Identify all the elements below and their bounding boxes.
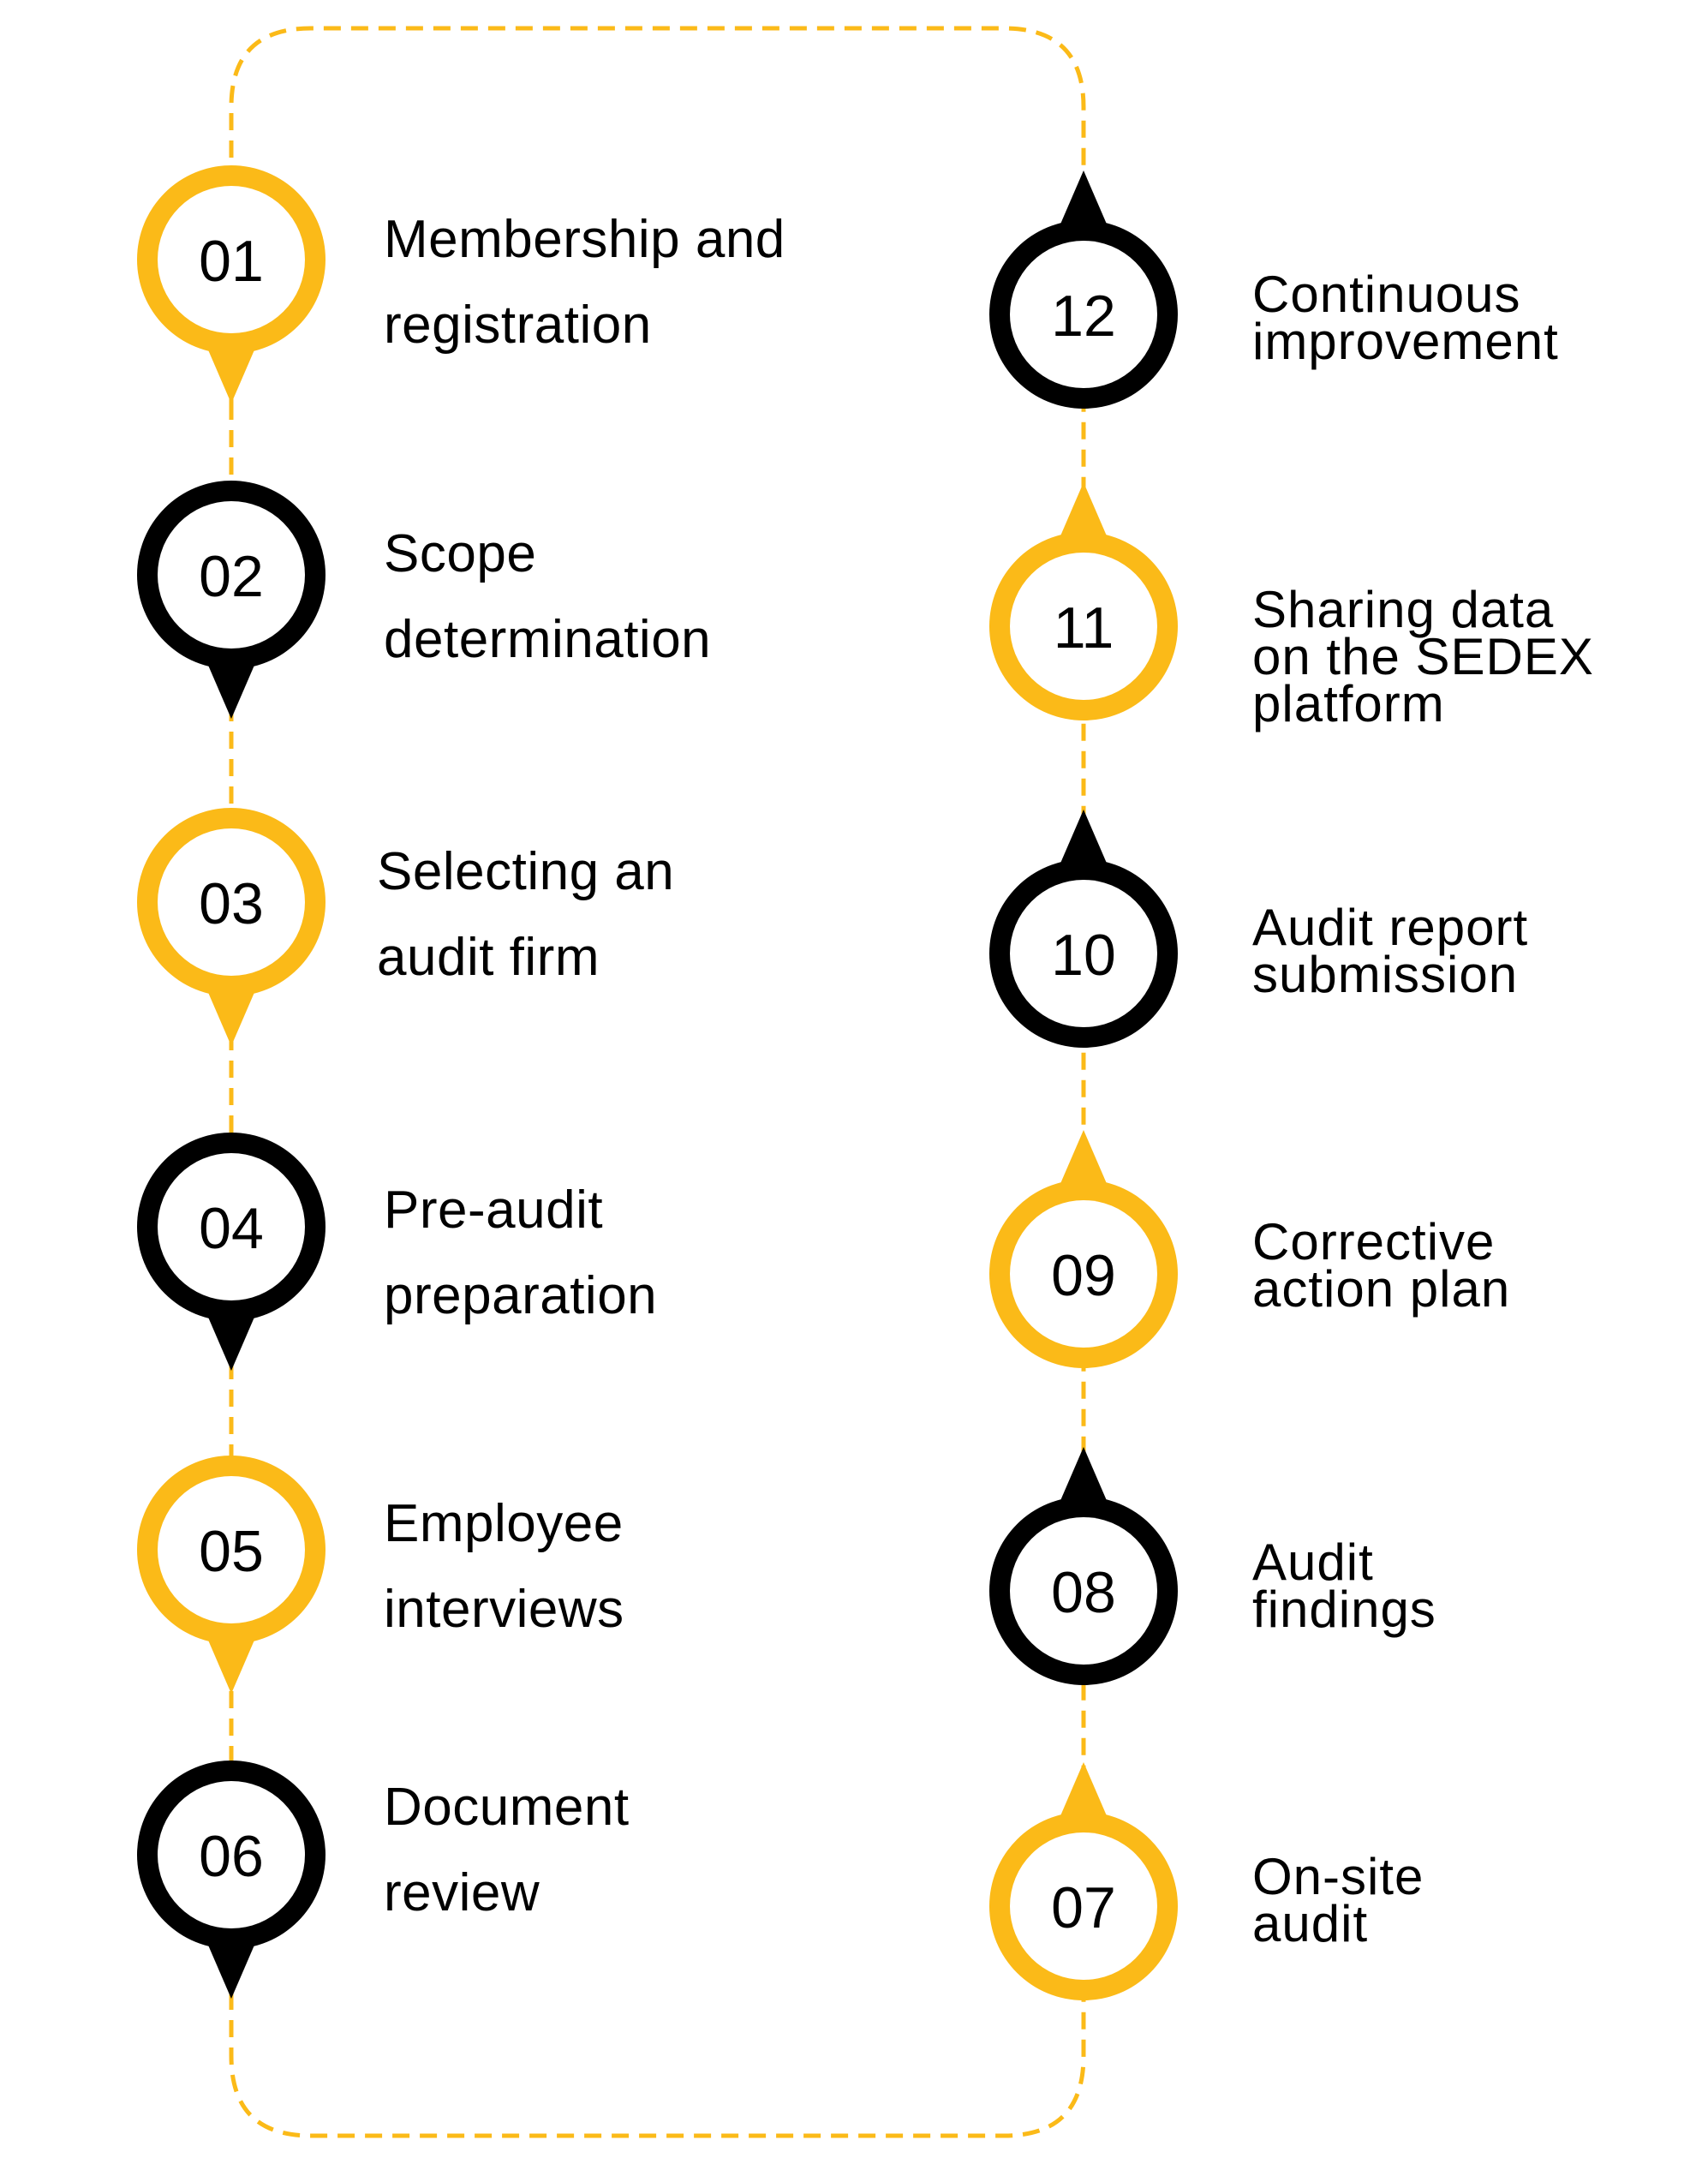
- step-label-line: platform: [1252, 675, 1445, 732]
- step-label-line: On-site: [1252, 1848, 1424, 1905]
- connector-loop: [229, 26, 1086, 2138]
- step-pin-11: 11: [989, 482, 1178, 720]
- step-label-03: Selecting an audit firm: [377, 829, 674, 1001]
- step-label-line: improvement: [1252, 313, 1559, 370]
- step-label-line: audit: [1252, 1895, 1369, 1952]
- step-label-line: Continuous: [1252, 266, 1521, 323]
- step-label-10: Audit report submission: [1252, 899, 1529, 1003]
- step-pin-08: 08: [989, 1447, 1178, 1685]
- pin-center: [1010, 1517, 1157, 1665]
- step-label-line: submission: [1252, 946, 1519, 1003]
- step-label-line: Pre-audit: [384, 1181, 604, 1240]
- pin-center: [1010, 553, 1157, 700]
- step-pin-01: 01: [137, 165, 325, 404]
- step-pin-12: 12: [989, 170, 1178, 409]
- step-pin-09: 09: [989, 1130, 1178, 1368]
- step-label-line: Document: [384, 1778, 630, 1837]
- pin-center: [158, 1781, 305, 1928]
- step-label-line: Selecting an: [377, 842, 675, 901]
- step-label-line: preparation: [384, 1266, 658, 1325]
- step-pin-10: 10: [989, 810, 1178, 1048]
- step-number: 05: [199, 1519, 264, 1584]
- step-label-line: interviews: [384, 1580, 624, 1639]
- step-label-line: Membership and: [384, 210, 785, 269]
- step-label-07: On-site audit: [1252, 1848, 1424, 1952]
- pin-center: [1010, 1200, 1157, 1348]
- step-number: 11: [1054, 595, 1114, 661]
- step-pin-03: 03: [137, 808, 325, 1046]
- pin-center: [158, 1476, 305, 1623]
- step-pin-06: 06: [137, 1761, 325, 1999]
- pin-center: [1010, 880, 1157, 1027]
- step-pin-05: 05: [137, 1456, 325, 1694]
- step-label-line: findings: [1252, 1581, 1436, 1638]
- step-label-line: on the SEDEX: [1252, 628, 1594, 685]
- step-number: 01: [199, 229, 264, 294]
- pin-center: [158, 501, 305, 649]
- step-number: 10: [1051, 923, 1116, 988]
- step-number: 04: [199, 1196, 264, 1261]
- step-label-12: Continuous improvement: [1252, 266, 1559, 370]
- step-label-02: Scope determination: [384, 511, 711, 683]
- step-number: 09: [1051, 1243, 1116, 1308]
- step-label-01: Membership and registration: [384, 197, 785, 368]
- step-label-06: Document review: [384, 1765, 630, 1936]
- step-number: 07: [1051, 1875, 1116, 1940]
- step-label-11: Sharing data on the SEDEX platform: [1252, 581, 1594, 732]
- step-label-line: action plan: [1252, 1260, 1511, 1318]
- pin-center: [158, 1153, 305, 1300]
- step-label-line: review: [384, 1863, 540, 1922]
- step-number: 02: [199, 544, 264, 609]
- step-label-line: Scope: [384, 524, 537, 583]
- step-pin-07: 07: [989, 1762, 1178, 2000]
- step-label-line: audit firm: [377, 928, 600, 987]
- step-label-04: Pre-audit preparation: [384, 1168, 657, 1339]
- pin-center: [1010, 241, 1157, 388]
- step-label-line: determination: [384, 610, 712, 669]
- pin-center: [158, 828, 305, 976]
- step-label-05: Employee interviews: [384, 1481, 624, 1653]
- step-label-line: Corrective: [1252, 1213, 1496, 1270]
- step-number: 12: [1051, 284, 1116, 349]
- step-number: 08: [1051, 1560, 1116, 1625]
- step-label-08: Audit findings: [1252, 1533, 1436, 1638]
- step-number: 03: [199, 871, 264, 936]
- step-pin-04: 04: [137, 1133, 325, 1371]
- pin-center: [158, 186, 305, 333]
- step-pin-02: 02: [137, 481, 325, 719]
- step-label-line: Sharing data: [1252, 581, 1555, 638]
- step-label-line: Employee: [384, 1494, 624, 1553]
- step-number: 06: [199, 1824, 264, 1889]
- step-label-line: Audit: [1252, 1533, 1374, 1591]
- step-label-09: Corrective action plan: [1252, 1213, 1511, 1318]
- step-label-line: registration: [384, 296, 652, 355]
- pin-center: [1010, 1832, 1157, 1980]
- step-label-line: Audit report: [1252, 899, 1529, 956]
